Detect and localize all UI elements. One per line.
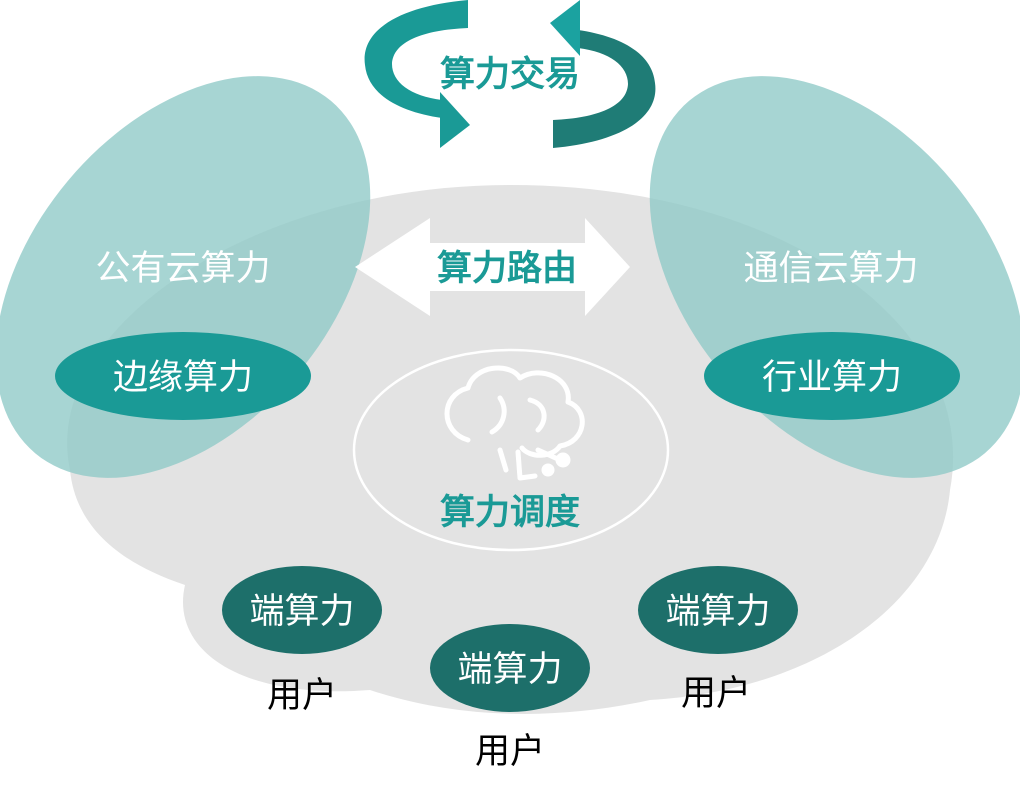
scheduling-ellipse bbox=[352, 348, 670, 552]
industry-compute-label: 行业算力 bbox=[762, 358, 902, 398]
terminal-ellipse-center bbox=[430, 624, 590, 712]
routing-label: 算力路由 bbox=[437, 249, 577, 289]
edge-compute-ellipse bbox=[55, 332, 311, 420]
user-label-right: 用户 bbox=[681, 674, 751, 714]
trading-label: 算力交易 bbox=[440, 54, 580, 95]
terminal-ellipse-left bbox=[222, 566, 382, 654]
public-cloud-label: 公有云算力 bbox=[95, 249, 270, 289]
user-label-center: 用户 bbox=[475, 732, 545, 772]
scheduling-label: 算力调度 bbox=[440, 493, 580, 533]
double-arrow-icon bbox=[355, 218, 630, 316]
industry-compute-ellipse bbox=[704, 332, 960, 420]
user-label-left: 用户 bbox=[267, 676, 337, 716]
cycle-arrows-icon bbox=[364, 0, 656, 148]
terminal-label-right: 端算力 bbox=[665, 592, 770, 632]
telecom-cloud-label: 通信云算力 bbox=[743, 249, 918, 289]
edge-compute-label: 边缘算力 bbox=[113, 358, 253, 398]
cloud-brain-icon bbox=[444, 365, 585, 481]
terminal-label-center: 端算力 bbox=[457, 650, 562, 690]
terminal-label-left: 端算力 bbox=[249, 592, 354, 632]
terminal-ellipse-right bbox=[638, 566, 798, 654]
